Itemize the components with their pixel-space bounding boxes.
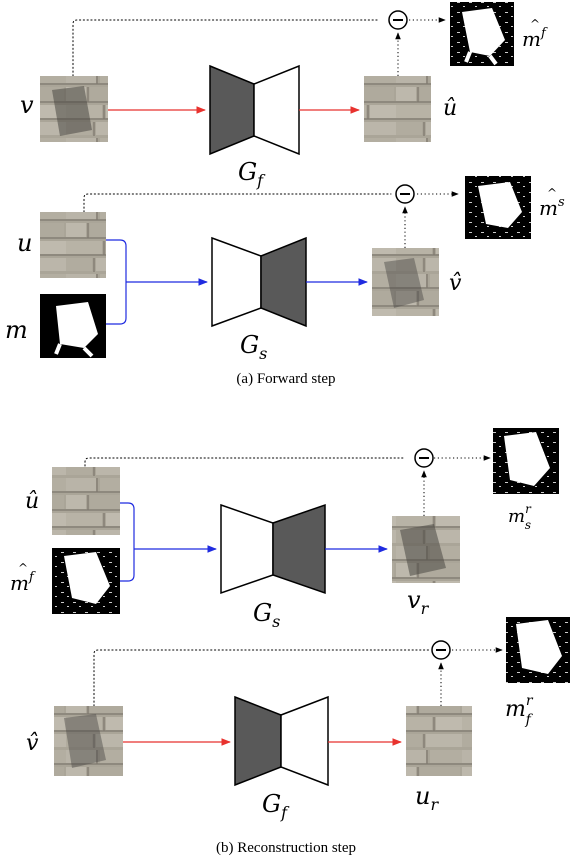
label-gf: Gf (262, 790, 290, 822)
input-mask-m (40, 294, 106, 358)
generator-gf (234, 695, 329, 787)
caption-reconstruction: (b) Reconstruction step (216, 840, 356, 856)
generator-gs (211, 236, 307, 328)
skip-connection-dotted (93, 649, 432, 707)
generator-gs (220, 503, 326, 595)
label-ur: ur (415, 782, 439, 814)
label-mf: mf (522, 26, 548, 51)
label-ms: ms (539, 195, 565, 220)
reconstruction-step: û mf ^ Gs vr (10, 428, 570, 856)
merge-bracket (106, 239, 127, 325)
label-mf-input: mf (10, 570, 36, 595)
output-image-uhat (364, 76, 431, 142)
input-image-v (40, 76, 108, 142)
output-image-vhat (372, 248, 439, 316)
merge-bracket (120, 502, 135, 582)
label-gf: Gf (238, 158, 266, 190)
mask-image-ms (465, 176, 531, 239)
input-image-vhat (54, 706, 123, 776)
hat-mf-input: ^ (18, 561, 28, 575)
skip-connection-dotted (84, 457, 404, 467)
reconstruction-top-row: û mf ^ Gs vr (10, 428, 559, 631)
output-image-vr (392, 516, 460, 583)
forward-step: v Gf û mf ^ (5, 2, 565, 387)
circled-minus-icon (395, 184, 415, 204)
input-mask-mf (52, 548, 120, 614)
mask-image-mf (450, 2, 514, 66)
circled-minus-icon (388, 10, 408, 30)
caption-forward: (a) Forward step (236, 371, 335, 387)
input-image-u (40, 212, 106, 278)
label-u: u (17, 229, 32, 257)
forward-top-row: v Gf û mf ^ (20, 2, 548, 190)
label-vhat: v̂ (449, 271, 462, 296)
label-uhat: û (25, 489, 39, 514)
hat-mf: ^ (530, 17, 540, 31)
label-uhat: û (443, 96, 457, 121)
skip-connection-dotted (72, 19, 379, 77)
forward-bottom-row: u m Gs v̂ (5, 176, 565, 363)
circled-minus-icon (431, 640, 451, 660)
label-vhat: v̂ (26, 731, 39, 756)
label-gs: Gs (240, 331, 267, 363)
label-vr: vr (407, 586, 430, 618)
mask-image-msr (493, 428, 559, 494)
skip-connection-dotted (83, 193, 392, 213)
mask-image-mfr (506, 617, 570, 683)
label-gs: Gs (253, 599, 280, 631)
label-m: m (5, 316, 28, 344)
output-image-ur (406, 706, 472, 776)
circled-minus-icon (414, 448, 434, 468)
label-v: v (20, 91, 34, 119)
generator-gf (209, 64, 300, 156)
hat-ms: ^ (547, 186, 557, 200)
input-image-uhat (52, 467, 120, 535)
